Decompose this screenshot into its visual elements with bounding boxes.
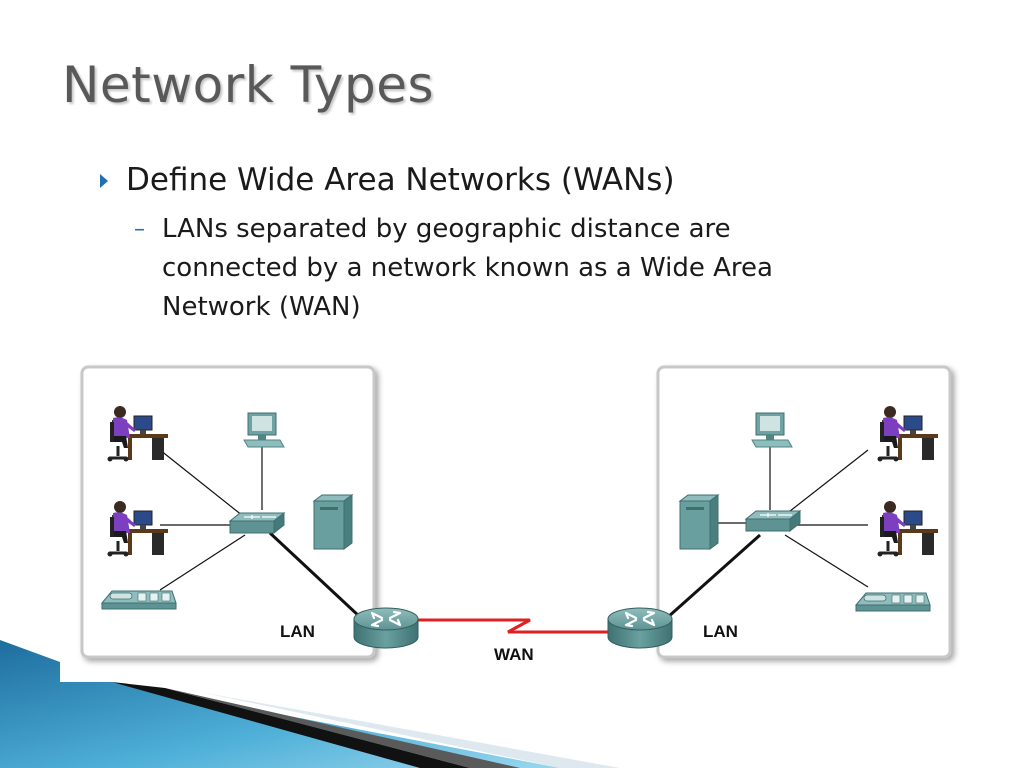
bullet-text: Define Wide Area Networks (WANs) (126, 162, 675, 198)
server-icon (679, 494, 719, 550)
left-lan-label: LAN (280, 622, 315, 641)
sub-bullet-text: LANs separated by geographic distance ar… (162, 210, 942, 327)
left-switch-router-cable (268, 531, 362, 619)
wan-diagram: LAN LAN WAN (80, 365, 952, 664)
wan-label: WAN (494, 645, 534, 664)
sub-bullet-line-3: Network (WAN) (162, 292, 361, 322)
sub-bullet-line-2: connected by a network known as a Wide A… (162, 253, 773, 283)
ip-phone-icon (855, 592, 931, 612)
right-lan-cables (712, 447, 869, 588)
right-switch-router-cable (667, 533, 761, 619)
wan-link (418, 618, 640, 634)
dash-bullet-icon: – (134, 217, 145, 242)
right-lan-area (656, 365, 952, 659)
triangle-bullet-icon (100, 174, 108, 188)
decorative-swoosh (0, 640, 620, 768)
page-title: Network Types (62, 56, 435, 114)
server-icon (313, 494, 353, 550)
sub-bullet-line-1: LANs separated by geographic distance ar… (162, 214, 731, 244)
ip-phone-icon (101, 590, 177, 610)
left-lan-cables (159, 447, 263, 591)
switch-icon (745, 510, 801, 532)
switch-icon (229, 512, 285, 534)
right-lan-label: LAN (703, 622, 738, 641)
